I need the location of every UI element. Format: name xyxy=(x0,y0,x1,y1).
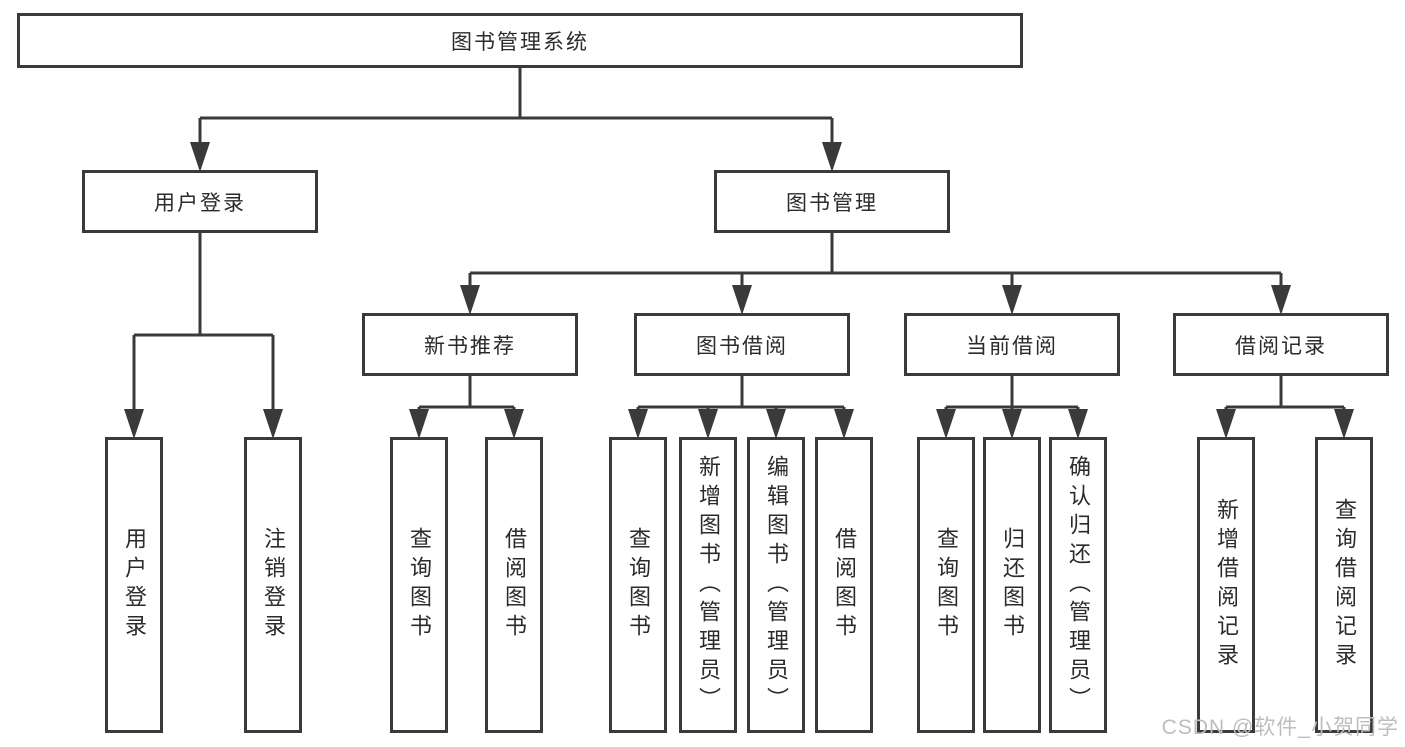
node-leaf-add-borrow-record: 新增借阅记录 xyxy=(1197,437,1255,733)
node-leaf-search-books-3: 查询图书 xyxy=(917,437,975,733)
node-book-management: 图书管理 xyxy=(714,170,950,233)
node-leaf-confirm-return: 确认归还（管理员） xyxy=(1049,437,1107,733)
node-leaf-borrow-books-1: 借阅图书 xyxy=(485,437,543,733)
arrowhead-icon xyxy=(263,409,283,439)
node-leaf-search-books-2: 查询图书 xyxy=(609,437,667,733)
arrowhead-icon xyxy=(732,285,752,315)
arrowhead-icon xyxy=(460,285,480,315)
node-system-root: 图书管理系统 xyxy=(17,13,1023,68)
node-new-book-recommend: 新书推荐 xyxy=(362,313,578,376)
node-borrowing-records: 借阅记录 xyxy=(1173,313,1389,376)
node-leaf-edit-books-admin: 编辑图书（管理员） xyxy=(747,437,805,733)
node-leaf-add-books-admin: 新增图书（管理员） xyxy=(679,437,737,733)
arrowhead-icon xyxy=(822,142,842,172)
arrowhead-icon xyxy=(1068,409,1088,439)
arrowhead-icon xyxy=(409,409,429,439)
arrowhead-icon xyxy=(766,409,786,439)
node-user-login: 用户登录 xyxy=(82,170,318,233)
arrowhead-icon xyxy=(190,142,210,172)
node-leaf-return-books: 归还图书 xyxy=(983,437,1041,733)
arrowhead-icon xyxy=(628,409,648,439)
arrowhead-icon xyxy=(1216,409,1236,439)
node-leaf-logout: 注销登录 xyxy=(244,437,302,733)
arrowhead-icon xyxy=(1334,409,1354,439)
node-leaf-borrow-books-2: 借阅图书 xyxy=(815,437,873,733)
arrowhead-icon xyxy=(834,409,854,439)
arrowhead-icon xyxy=(1002,409,1022,439)
arrowhead-icon xyxy=(504,409,524,439)
node-leaf-query-borrow-record: 查询借阅记录 xyxy=(1315,437,1373,733)
arrowhead-icon xyxy=(698,409,718,439)
node-book-borrowing: 图书借阅 xyxy=(634,313,850,376)
arrowhead-icon xyxy=(1271,285,1291,315)
arrowhead-icon xyxy=(124,409,144,439)
node-leaf-user-login: 用户登录 xyxy=(105,437,163,733)
arrowhead-icon xyxy=(1002,285,1022,315)
node-current-borrowing: 当前借阅 xyxy=(904,313,1120,376)
csdn-watermark: CSDN @软件_小贺同学 xyxy=(1161,716,1399,739)
arrowhead-icon xyxy=(936,409,956,439)
node-leaf-search-books-1: 查询图书 xyxy=(390,437,448,733)
